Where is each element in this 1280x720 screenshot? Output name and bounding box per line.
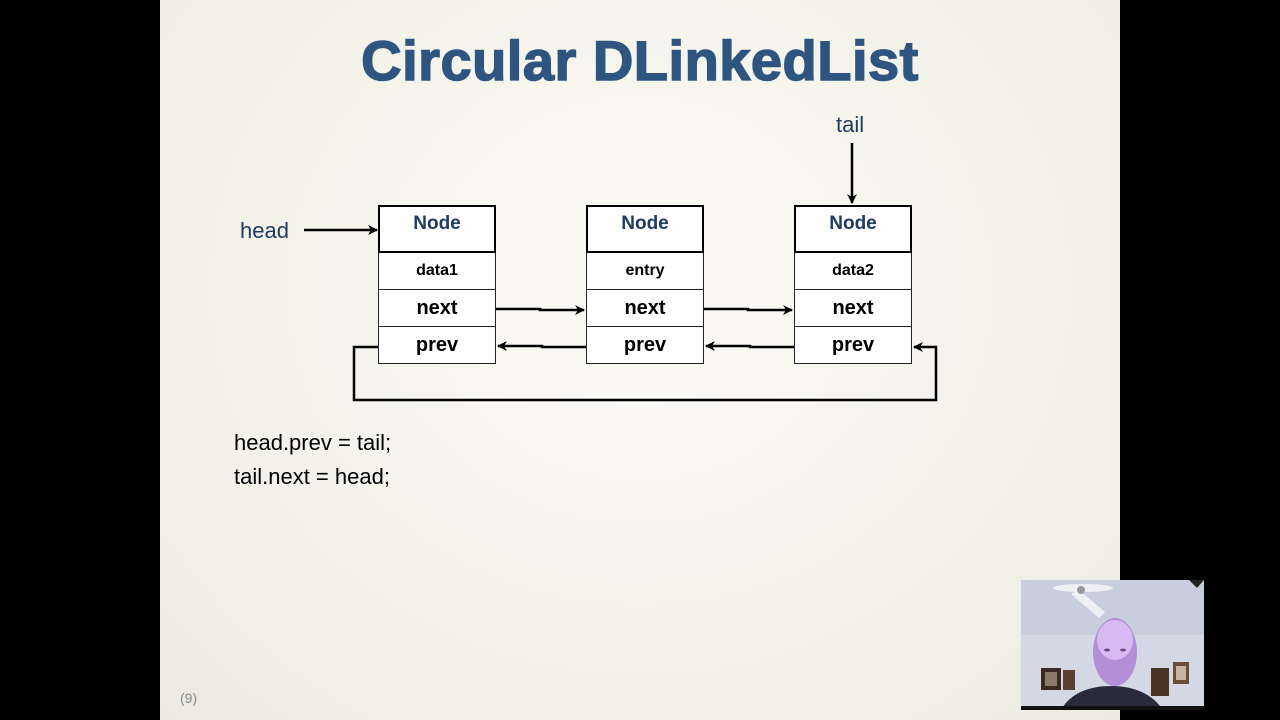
node-prev-field: prev [794, 327, 912, 364]
page-number: (9) [180, 690, 198, 706]
next-arrow-2-to-3 [704, 305, 793, 315]
pointer-arrows [304, 143, 938, 402]
tail-pointer-label: tail [836, 112, 865, 137]
code-line-head-prev: head.prev = tail; [234, 430, 392, 455]
next-arrow-1-to-2 [496, 305, 585, 315]
webcam-overlay [1021, 580, 1204, 710]
slide-title: Circular DLinkedList [360, 28, 919, 93]
node-prev-field: prev [378, 327, 496, 364]
node-next-field: next [794, 290, 912, 327]
node-box-2: Node entry next prev [586, 205, 704, 364]
head-pointer-label: head [240, 218, 289, 243]
node-header: Node [378, 205, 496, 253]
prev-arrow-3-to-2 [705, 341, 794, 351]
slide: Circular DLinkedList head tail Node data… [160, 0, 1120, 720]
code-line-tail-next: tail.next = head; [234, 464, 390, 489]
node-prev-field: prev [586, 327, 704, 364]
node-next-field: next [378, 290, 496, 327]
node-box-3: Node data2 next prev [794, 205, 912, 364]
circular-prev-arrow [352, 342, 938, 402]
node-header: Node [586, 205, 704, 253]
node-data-field: entry [586, 253, 704, 290]
prev-arrow-2-to-1 [497, 341, 586, 351]
node-next-field: next [586, 290, 704, 327]
node-header: Node [794, 205, 912, 253]
node-data-field: data2 [794, 253, 912, 290]
node-box-1: Node data1 next prev [378, 205, 496, 364]
node-data-field: data1 [378, 253, 496, 290]
